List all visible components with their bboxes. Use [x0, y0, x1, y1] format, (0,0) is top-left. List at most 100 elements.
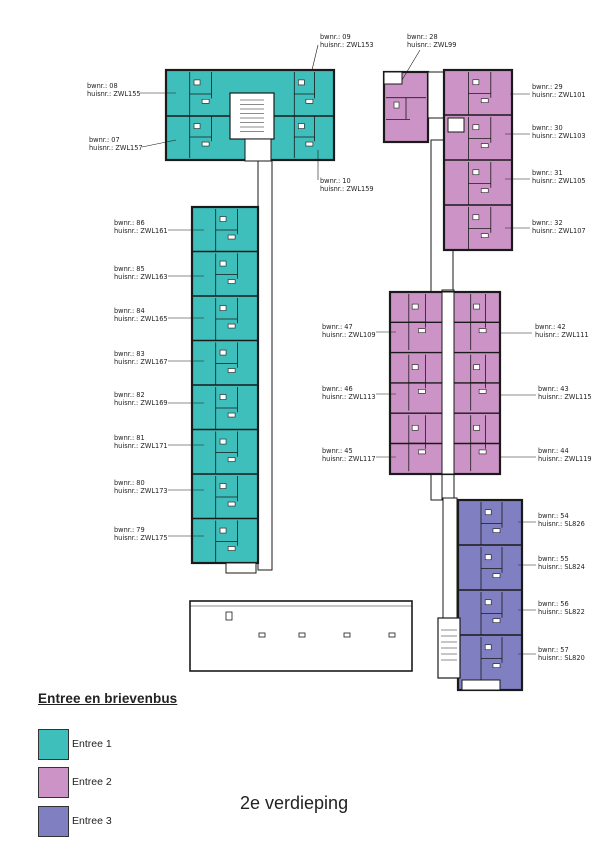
bathroom-fixture — [219, 394, 227, 400]
entrance-hall — [244, 138, 272, 162]
bathroom-fixture — [484, 644, 492, 651]
legend-swatch — [38, 806, 69, 837]
bathroom-fixture — [219, 305, 227, 311]
roof-hatch — [388, 632, 396, 638]
bathroom-fixture — [472, 124, 480, 131]
bathroom-fixture — [411, 424, 419, 431]
kitchen-fixture — [480, 233, 489, 238]
bathroom-fixture — [484, 599, 492, 606]
balcony — [383, 71, 403, 85]
kitchen-fixture — [227, 457, 236, 462]
label-leader-line — [141, 139, 177, 148]
kitchen-fixture — [305, 98, 314, 104]
bathroom-fixture — [472, 214, 480, 221]
kitchen-fixture — [478, 449, 487, 455]
legend-label: Entree 2 — [72, 776, 112, 788]
bathroom-fixture — [484, 554, 492, 561]
kitchen-fixture — [227, 501, 236, 507]
kitchen-fixture — [480, 188, 489, 193]
kitchen-fixture — [492, 618, 501, 623]
kitchen-fixture — [305, 141, 314, 147]
roof-hatch — [298, 632, 306, 638]
label-leader-line — [401, 49, 421, 81]
bathroom-fixture — [411, 364, 419, 370]
kitchen-fixture — [227, 546, 236, 551]
bathroom-fixture — [411, 303, 419, 310]
kitchen-fixture — [227, 279, 236, 284]
bathroom-fixture — [484, 509, 492, 516]
kitchen-fixture — [492, 528, 501, 533]
label-leader-line — [311, 44, 319, 71]
bathroom-fixture — [193, 123, 201, 129]
gallery-corridor — [257, 159, 273, 571]
floor-label: 2e verdieping — [240, 793, 349, 813]
kitchen-fixture — [418, 328, 426, 334]
roof-hatch — [343, 632, 351, 638]
legend-swatch — [38, 767, 69, 798]
bathroom-fixture — [472, 79, 480, 86]
bathroom-fixture — [298, 79, 305, 86]
bathroom-fixture — [219, 527, 227, 534]
legend-title: Entree en brievenbus — [38, 691, 178, 706]
kitchen-fixture — [227, 323, 236, 329]
stair-core — [447, 117, 465, 133]
central-corridor — [441, 291, 455, 475]
kitchen-fixture — [418, 389, 426, 394]
kitchen-fixture — [492, 663, 501, 668]
bathroom-fixture — [219, 216, 227, 222]
bathroom-fixture — [298, 123, 305, 129]
bathroom-fixture — [473, 424, 480, 431]
kitchen-fixture — [478, 389, 487, 394]
bathroom-fixture — [193, 79, 201, 86]
stair-core — [427, 71, 445, 119]
bathroom-fixture — [219, 483, 227, 489]
kitchen-fixture — [480, 98, 489, 103]
bathroom-fixture — [219, 349, 227, 356]
legend-label: Entree 1 — [72, 738, 112, 750]
kitchen-fixture — [478, 328, 487, 334]
bathroom-fixture — [393, 101, 400, 109]
bathroom-fixture — [473, 364, 480, 370]
legend-label: Entree 3 — [72, 815, 112, 827]
building-block-entree-3 — [456, 498, 524, 692]
roof-hatch — [258, 632, 266, 638]
kitchen-fixture — [418, 449, 426, 455]
balcony — [225, 562, 257, 574]
roof-hatch — [225, 611, 233, 621]
kitchen-fixture — [227, 412, 236, 418]
kitchen-fixture — [201, 98, 210, 104]
bathroom-fixture — [473, 303, 480, 310]
kitchen-fixture — [201, 141, 210, 147]
bathroom-fixture — [219, 260, 227, 267]
balcony — [461, 679, 501, 691]
kitchen-fixture — [492, 573, 501, 578]
